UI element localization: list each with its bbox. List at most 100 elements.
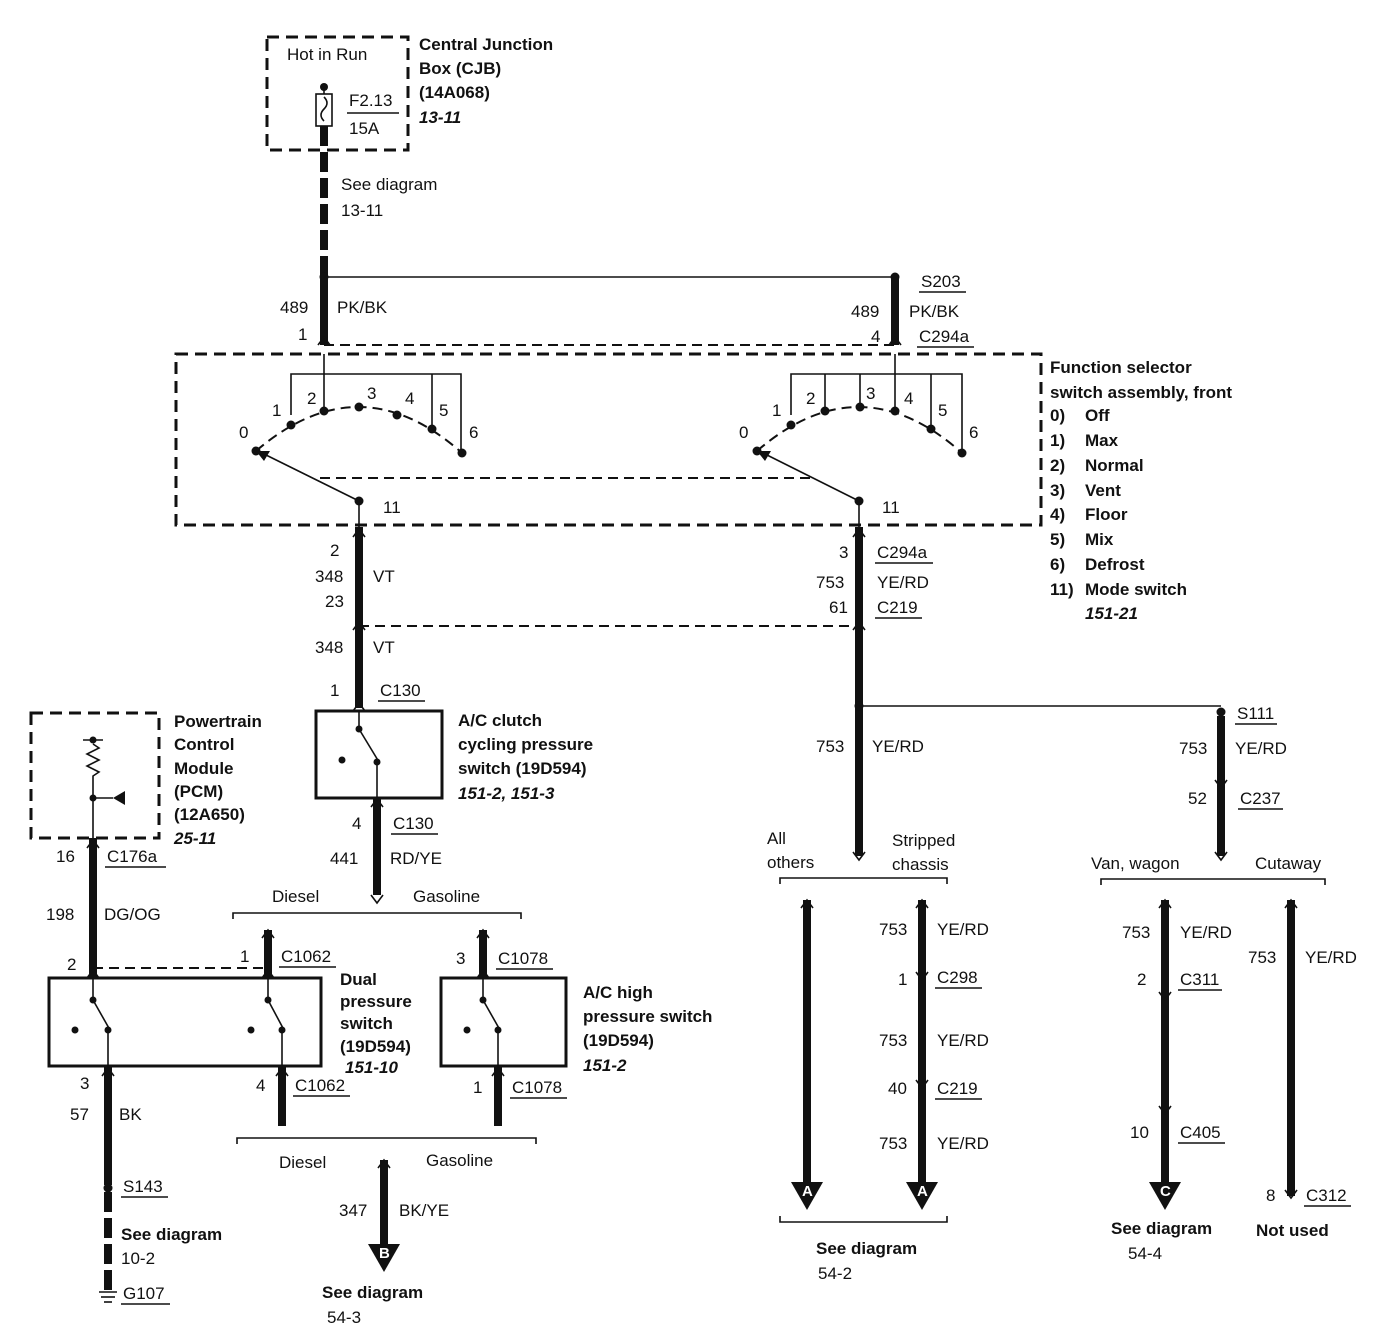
- ac-clutch-switch: 1 C130 A/C clutch cycling pressure switc…: [314, 681, 593, 803]
- high-title-2: pressure switch: [583, 1007, 712, 1026]
- sc-seg3-circuit: 753: [879, 1134, 907, 1153]
- pin-arrow-all-others: [800, 898, 814, 909]
- dual-a-blade: [92, 999, 111, 1031]
- pin-arrow-c176a: [86, 838, 100, 849]
- branch-bottom-diesel: Diesel: [279, 1153, 326, 1172]
- center-branch-left-1: All: [767, 829, 786, 848]
- dual-pin-top: 1: [240, 947, 249, 966]
- sc-seg2-circuit: 753: [879, 1031, 907, 1050]
- arrow-c-label: C: [1160, 1183, 1171, 1200]
- legend-num-4: 4): [1050, 505, 1065, 524]
- central-junction-box: Hot in Run F2.13 15A Central Junction Bo…: [265, 35, 553, 152]
- pin-arrow-ground: [101, 1066, 115, 1077]
- rr-branch-right: Cutaway: [1255, 854, 1322, 873]
- left-pos-5: [427, 424, 437, 434]
- left-pos-2: [319, 406, 329, 416]
- cjb-see-1: See diagram: [341, 175, 437, 194]
- legend-num-1: 1): [1050, 431, 1065, 450]
- legend-label-0: Off: [1085, 406, 1110, 425]
- sc-c298-conn: C298: [937, 968, 978, 987]
- pin-arrow-dual-pin1: [261, 968, 275, 979]
- high-box: [439, 976, 568, 1068]
- pin-arrow-c130-top: [352, 701, 366, 712]
- acc-title-2: cycling pressure: [458, 735, 593, 754]
- function-selector-left: 0 1 2 3 4 5 6 11: [239, 354, 478, 517]
- acc-conn-bottom: C130: [393, 814, 434, 833]
- high-open: [463, 1026, 471, 1034]
- sc-c219-pin: 40: [888, 1079, 907, 1098]
- pin-arrow-center: [852, 851, 866, 862]
- contact-bus-left: [290, 373, 462, 452]
- pin-arrow-cutaway: [1284, 898, 1298, 909]
- fuse-icon: [320, 96, 328, 122]
- vt-pin-in: 23: [325, 592, 344, 611]
- left-feed-circuit: 489: [280, 298, 308, 317]
- sc-seg3-color: YE/RD: [937, 1134, 989, 1153]
- off-page-arrow-c: [1149, 1182, 1181, 1210]
- function-selector-boundary: [174, 352, 1043, 527]
- high-pin-top: 3: [456, 949, 465, 968]
- pcm-color: DG/OG: [104, 905, 161, 924]
- rr-branch-bracket: [1100, 878, 1326, 885]
- rr-branch-left: Van, wagon: [1091, 854, 1180, 873]
- acc-box: [314, 709, 444, 800]
- splice-s111: [1216, 707, 1226, 717]
- left-pos-6: [457, 448, 467, 458]
- dual-pin-bottom: 4: [256, 1076, 265, 1095]
- splice-s203-label: S203: [921, 272, 961, 291]
- legend-label-3: Vent: [1085, 481, 1121, 500]
- right-feed-circuit: 489: [851, 302, 879, 321]
- branch-b-see-1: See diagram: [322, 1283, 423, 1302]
- cut-circuit: 753: [1248, 948, 1276, 967]
- left-label-11: 11: [383, 498, 401, 517]
- branch-top-bracket: [232, 912, 522, 919]
- right-label-11: 11: [882, 498, 900, 517]
- right-pos-4: [890, 406, 900, 416]
- branch-347-color: BK/YE: [399, 1201, 449, 1220]
- right-pos-6: [957, 448, 967, 458]
- splice-s111-label: S111: [1237, 704, 1274, 723]
- acc-conn-top: C130: [380, 681, 421, 700]
- contact-bus-right: [790, 373, 963, 452]
- left-label-3: 3: [367, 384, 376, 403]
- sc-seg1-color: YE/RD: [937, 920, 989, 939]
- rr-color: YE/RD: [1235, 739, 1287, 758]
- right-feed-connector: C294a: [919, 327, 970, 346]
- legend-num-2: 2): [1050, 456, 1065, 475]
- ground-see-1: See diagram: [121, 1225, 222, 1244]
- high-ref: 151-2: [583, 1056, 627, 1075]
- pcm-resistor-icon: [85, 743, 101, 798]
- legend-num-6: 6): [1050, 555, 1065, 574]
- ground-circuit: 57: [70, 1105, 89, 1124]
- fuse-id: F2.13: [349, 91, 392, 110]
- dual-title-2: pressure: [340, 992, 412, 1011]
- acc-title-3: switch (19D594): [458, 759, 587, 778]
- arrow-b-label: B: [379, 1245, 390, 1262]
- high-blade: [482, 999, 501, 1031]
- left-label-5: 5: [439, 401, 448, 420]
- left-blade-tip: [256, 451, 270, 461]
- left-label-4: 4: [405, 389, 414, 408]
- cut-pin: 8: [1266, 1186, 1275, 1205]
- legend-num-5: 5): [1050, 530, 1065, 549]
- fs-title-2: switch assembly, front: [1050, 383, 1232, 402]
- r-color: YE/RD: [877, 573, 929, 592]
- branch-bottom-bracket: [236, 1137, 537, 1144]
- function-selector-right: 0 1 2 3 4 5 6 11: [739, 354, 978, 517]
- dual-title-3: switch: [340, 1014, 393, 1033]
- dual-conn-bottom: C1062: [295, 1076, 345, 1095]
- sc-seg1-circuit: 753: [879, 920, 907, 939]
- dual-ref: 151-10: [345, 1058, 398, 1077]
- left-label-6: 6: [469, 423, 478, 442]
- pin-arrow-rr-bot: [1214, 851, 1228, 862]
- cjb-see-2: 13-11: [341, 201, 383, 220]
- left-label-2: 2: [307, 389, 316, 408]
- fuse-rating: 15A: [349, 119, 380, 138]
- arrow-a-left-label: A: [802, 1183, 813, 1200]
- legend-num-11: 11): [1050, 580, 1074, 599]
- cjb-ref: 13-11: [419, 108, 461, 127]
- center-color: YE/RD: [872, 737, 924, 756]
- right-label-3: 3: [866, 384, 875, 403]
- van-see-1: See diagram: [1111, 1219, 1212, 1238]
